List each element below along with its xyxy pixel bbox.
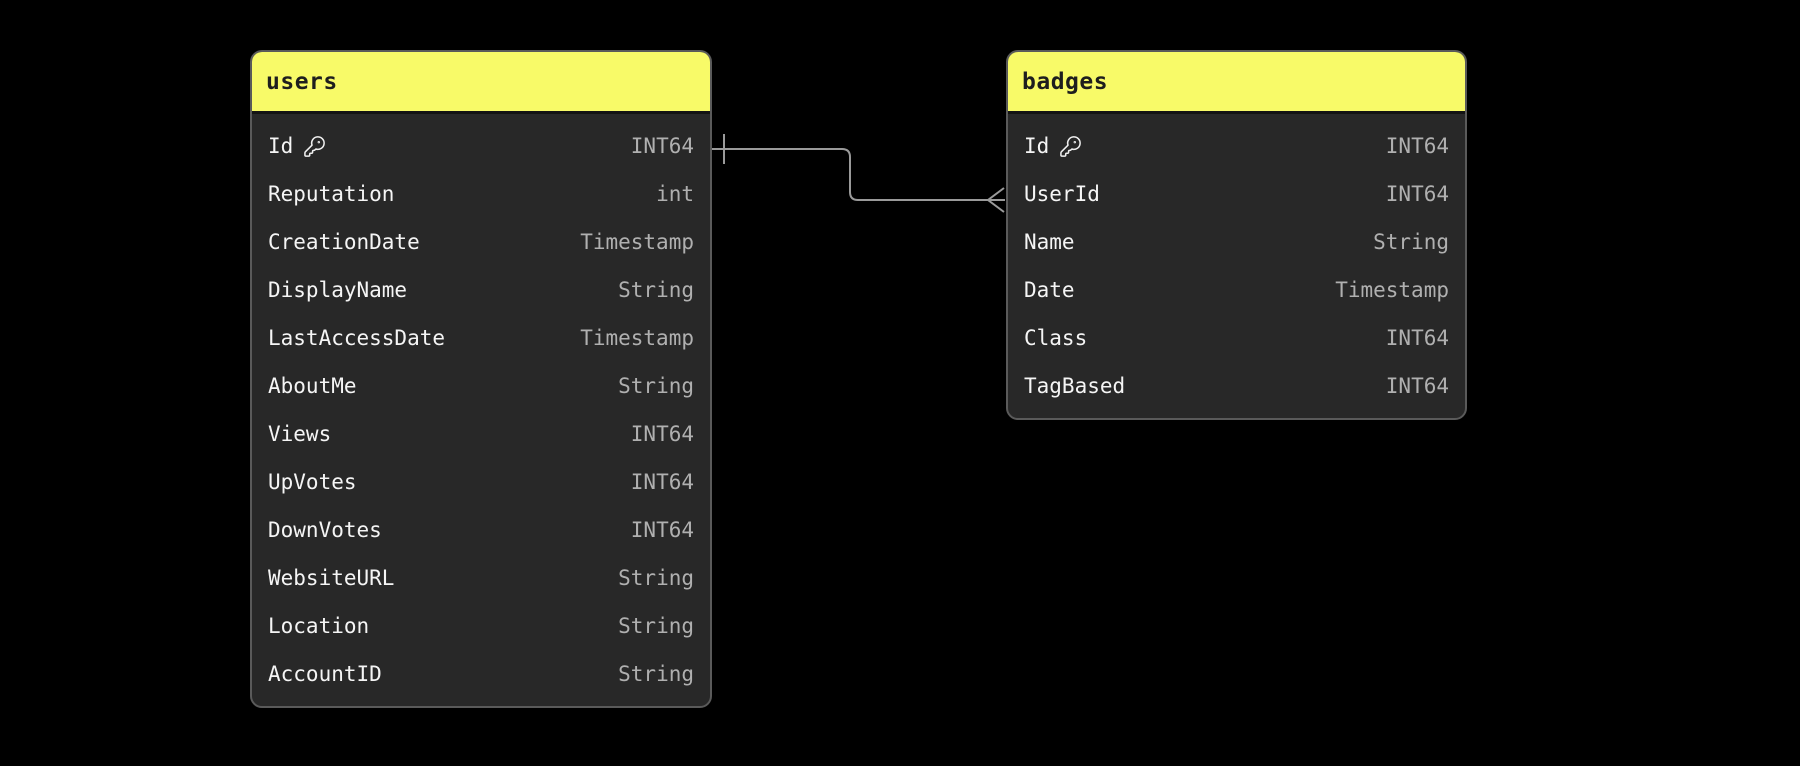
table-users-body: Id INT64 Reputation int CreationDate Tim…	[252, 114, 710, 706]
field-type: String	[618, 278, 694, 302]
table-row[interactable]: Reputation int	[252, 170, 710, 218]
field-name: Class	[1024, 326, 1088, 350]
table-row[interactable]: AccountID String	[252, 650, 710, 698]
field-name: Location	[268, 614, 370, 638]
field-type: INT64	[1385, 374, 1449, 398]
table-row[interactable]: DisplayName String	[252, 266, 710, 314]
field-name: UserId	[1024, 182, 1100, 206]
field-type: String	[618, 566, 694, 590]
key-icon	[304, 135, 326, 157]
table-row[interactable]: Id INT64	[252, 122, 710, 170]
table-row[interactable]: Name String	[1008, 218, 1465, 266]
field-type: Timestamp	[580, 326, 694, 350]
table-row[interactable]: CreationDate Timestamp	[252, 218, 710, 266]
field-name: Name	[1024, 230, 1075, 254]
table-row[interactable]: UpVotes INT64	[252, 458, 710, 506]
field-name: Date	[1024, 278, 1075, 302]
field-name: CreationDate	[268, 230, 420, 254]
table-row[interactable]: UserId INT64	[1008, 170, 1465, 218]
field-name: Id	[1024, 134, 1050, 158]
field-type: INT64	[1385, 182, 1449, 206]
field-name: AboutMe	[268, 374, 357, 398]
field-name: DisplayName	[268, 278, 408, 302]
table-row[interactable]: LastAccessDate Timestamp	[252, 314, 710, 362]
field-name: AccountID	[268, 662, 382, 686]
table-row[interactable]: Views INT64	[252, 410, 710, 458]
field-name: TagBased	[1024, 374, 1126, 398]
field-name: WebsiteURL	[268, 566, 395, 590]
field-type: INT64	[630, 422, 694, 446]
field-name: Views	[268, 422, 332, 446]
field-type: String	[1373, 230, 1449, 254]
field-type: INT64	[630, 470, 694, 494]
table-row[interactable]: Date Timestamp	[1008, 266, 1465, 314]
table-row[interactable]: Location String	[252, 602, 710, 650]
table-title: badges	[1022, 68, 1109, 95]
table-row[interactable]: AboutMe String	[252, 362, 710, 410]
table-users[interactable]: users Id INT64 Reputation int CreationDa…	[250, 50, 712, 708]
key-icon	[1060, 135, 1082, 157]
field-name: DownVotes	[268, 518, 382, 542]
field-type: INT64	[1385, 326, 1449, 350]
cardinality-many-marker	[986, 187, 1005, 213]
table-badges[interactable]: badges Id INT64 UserId INT64 Name Strin	[1006, 50, 1467, 420]
field-type: Timestamp	[580, 230, 694, 254]
field-type: Timestamp	[1335, 278, 1449, 302]
field-type: String	[618, 614, 694, 638]
table-badges-header[interactable]: badges	[1008, 52, 1465, 114]
field-type: INT64	[630, 518, 694, 542]
field-type: INT64	[630, 134, 694, 158]
field-name: Id	[268, 134, 294, 158]
table-row[interactable]: Class INT64	[1008, 314, 1465, 362]
table-row[interactable]: WebsiteURL String	[252, 554, 710, 602]
table-badges-body: Id INT64 UserId INT64 Name String Date T…	[1008, 114, 1465, 418]
table-row[interactable]: TagBased INT64	[1008, 362, 1465, 410]
table-users-header[interactable]: users	[252, 52, 710, 114]
field-type: int	[656, 182, 694, 206]
field-type: String	[618, 374, 694, 398]
field-name: LastAccessDate	[268, 326, 446, 350]
field-name: Reputation	[268, 182, 395, 206]
table-row[interactable]: DownVotes INT64	[252, 506, 710, 554]
field-type: INT64	[1385, 134, 1449, 158]
table-row[interactable]: Id INT64	[1008, 122, 1465, 170]
table-title: users	[266, 68, 338, 95]
relationship-users-id-badges-userid[interactable]	[712, 134, 1005, 213]
field-type: String	[618, 662, 694, 686]
field-name: UpVotes	[268, 470, 357, 494]
